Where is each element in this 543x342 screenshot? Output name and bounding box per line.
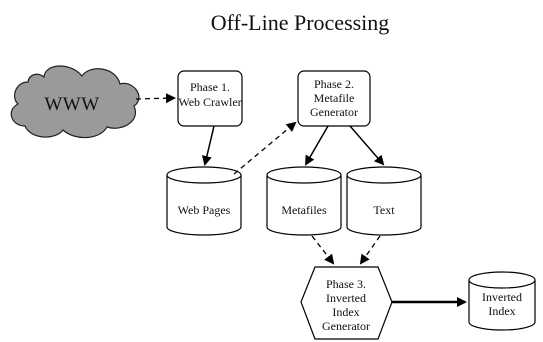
- metafiles-body: [266, 175, 342, 236]
- web-pages-body: [166, 175, 242, 236]
- phase2-line2: Metafile: [314, 91, 355, 105]
- edge-phase2-to-text: [349, 125, 385, 166]
- text-top: [346, 166, 422, 184]
- inverted-index-line1: Inverted: [482, 290, 522, 304]
- phase3-line4: Generator: [322, 319, 370, 333]
- metafiles-top: [266, 166, 342, 184]
- edge-phase1-to-web-pages: [201, 125, 215, 166]
- inverted-index-top: [468, 271, 536, 289]
- web-pages-label: Web Pages: [178, 203, 231, 217]
- phase1-box: [177, 70, 243, 127]
- metafiles-cylinder: Metafiles: [266, 166, 342, 236]
- edge-www-to-phase1: [135, 93, 176, 104]
- web-pages-top: [166, 166, 242, 184]
- www-cloud-shape: [10, 65, 140, 139]
- inverted-index-cylinder: Inverted Index: [468, 271, 536, 331]
- phase2-line3: Generator: [310, 105, 358, 119]
- web-pages-cylinder: Web Pages: [166, 166, 242, 236]
- inverted-index-line2: Index: [488, 304, 515, 318]
- edge-phase2-to-metafiles: [304, 125, 329, 166]
- text-body: [346, 175, 422, 236]
- phase3-line3: Index: [332, 305, 359, 319]
- metafiles-label: Metafiles: [281, 203, 327, 217]
- phase2-node: Phase 2. Metafile Generator: [297, 70, 371, 127]
- diagram-title: Off-Line Processing: [211, 10, 390, 35]
- www-cloud: WWW: [10, 65, 140, 139]
- phase1-node: Phase 1. Web Crawler: [177, 70, 243, 127]
- phase1-line1: Phase 1.: [190, 80, 230, 94]
- phase3-node: Phase 3. Inverted Index Generator: [300, 266, 393, 340]
- phase2-box: [297, 70, 371, 127]
- text-label: Text: [373, 203, 395, 217]
- phase3-line2: Inverted: [326, 291, 366, 305]
- text-cylinder: Text: [346, 166, 422, 236]
- www-label: WWW: [44, 94, 99, 115]
- inverted-index-body: [468, 280, 536, 331]
- edge-web-pages-to-phase2: [233, 121, 297, 175]
- phase3-hexagon: [300, 266, 393, 340]
- phase3-line1: Phase 3.: [326, 277, 366, 291]
- edge-metafiles-to-phase3: [311, 235, 335, 265]
- phase1-line2: Web Crawler: [178, 95, 241, 109]
- edge-text-to-phase3: [359, 235, 381, 265]
- phase2-line1: Phase 2.: [314, 77, 354, 91]
